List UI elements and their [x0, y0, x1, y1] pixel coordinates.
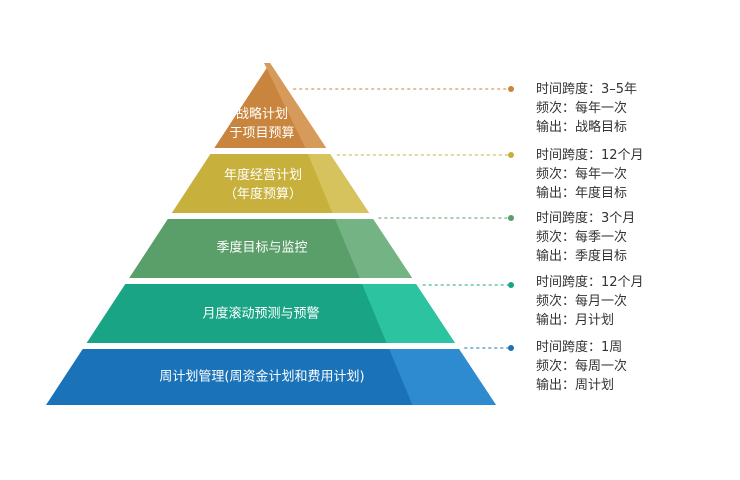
info-frequency: 频次：每季一次 [536, 230, 628, 245]
info-span: 时间跨度：12个月 [536, 275, 644, 290]
info-span: 时间跨度：3个月 [536, 211, 636, 226]
info-frequency: 频次：每月一次 [536, 294, 628, 309]
info-block-annual: 时间跨度：12个月 频次：每年一次 输出：年度目标 [536, 146, 644, 203]
info-block-strategy: 时间跨度：3–5年 频次：每年一次 输出：战略目标 [536, 80, 637, 137]
layer-label-line: 周计划管理(周资金计划和费用计划) [159, 369, 365, 385]
info-output: 输出：月计划 [536, 313, 615, 328]
layer-label-line: （年度预算） [223, 187, 303, 202]
info-span: 时间跨度：3–5年 [536, 82, 638, 97]
pyramid-facet-weekly [389, 349, 496, 405]
layer-label-line: 战略计划 [235, 107, 289, 122]
leader-dot-strategy [508, 86, 514, 92]
layer-label-line: 年度经营计划 [223, 168, 303, 183]
info-frequency: 频次：每周一次 [536, 359, 628, 374]
info-frequency: 频次：每年一次 [536, 167, 628, 182]
pyramid-facet-strategy [264, 63, 327, 148]
pyramid-layer-weekly [46, 349, 496, 405]
info-output: 输出：季度目标 [536, 249, 628, 264]
layer-label-annual: 年度经营计划 （年度预算） [224, 166, 302, 204]
layer-label-monthly: 月度滚动预测与预警 [202, 305, 319, 324]
info-block-monthly: 时间跨度：12个月 频次：每月一次 输出：月计划 [536, 273, 644, 330]
leader-dot-weekly [508, 345, 514, 351]
layer-label-line: 于项目预算 [229, 126, 295, 141]
layer-label-quarterly: 季度目标与监控 [216, 239, 307, 258]
info-output: 输出：战略目标 [536, 120, 628, 135]
layer-label-line: 季度目标与监控 [216, 240, 308, 256]
pyramid-facet-quarterly [335, 219, 413, 278]
info-block-quarterly: 时间跨度：3个月 频次：每季一次 输出：季度目标 [536, 209, 635, 266]
info-block-weekly: 时间跨度：1周 频次：每周一次 输出：周计划 [536, 338, 627, 395]
pyramid-facet-monthly [362, 284, 455, 343]
pyramid-facet-annual [307, 154, 370, 213]
leader-dot-annual [508, 152, 514, 158]
leader-dot-quarterly [508, 215, 514, 221]
layer-label-strategy: 战略计划 于项目预算 [229, 105, 294, 143]
layer-label-line: 月度滚动预测与预警 [202, 306, 320, 322]
layer-label-weekly: 周计划管理(周资金计划和费用计划) [159, 368, 364, 387]
pyramid-layer-monthly [86, 284, 455, 343]
info-span: 时间跨度：1周 [536, 340, 623, 355]
info-output: 输出：周计划 [536, 378, 615, 393]
leader-dot-monthly [508, 282, 514, 288]
info-span: 时间跨度：12个月 [536, 148, 644, 163]
info-frequency: 频次：每年一次 [536, 101, 628, 116]
info-output: 输出：年度目标 [536, 186, 628, 201]
